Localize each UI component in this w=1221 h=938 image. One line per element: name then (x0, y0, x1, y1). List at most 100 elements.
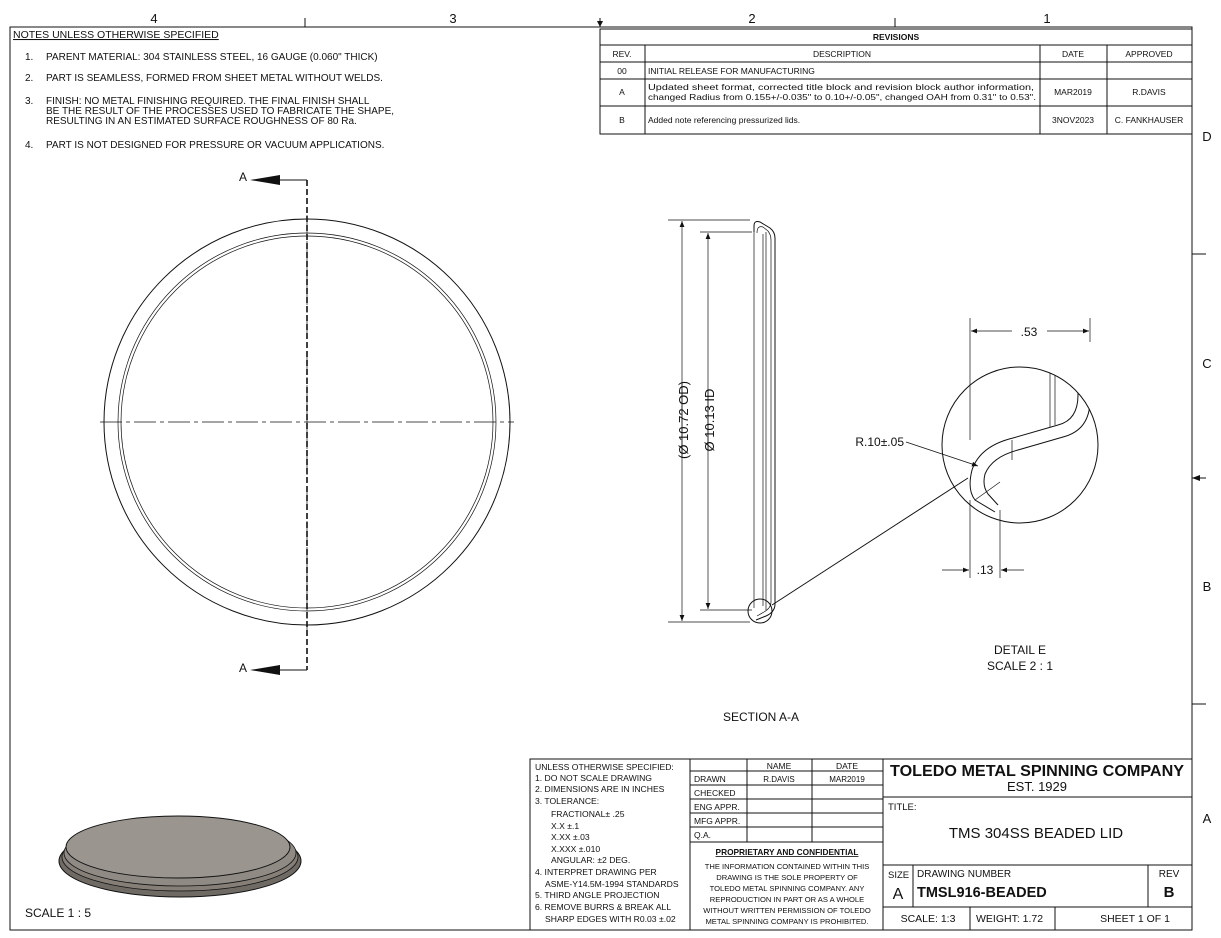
general-note-line-9: ANGULAR: ±2 DEG. (551, 855, 630, 865)
detail-e-view (905, 318, 1099, 578)
main-view-scale: SCALE 1 : 5 (25, 906, 91, 920)
rev-value: B (1164, 884, 1175, 901)
general-note-line-5: FRACTIONAL± .25 (551, 809, 625, 819)
sheet-scale: SCALE: 1:3 (901, 913, 956, 925)
revision-a-approved: R.DAVIS (1132, 87, 1166, 97)
proprietary-line-2: DRAWING IS THE SOLE PROPERTY OF (716, 873, 858, 882)
revisions-header-approved: APPROVED (1125, 49, 1172, 59)
approval-eng-label: ENG APPR. (694, 802, 740, 812)
approval-qa-label: Q.A. (694, 830, 711, 840)
approval-drawn-label: DRAWN (694, 774, 726, 784)
id-dimension-label: Ø 10.13 ID (702, 389, 717, 452)
section-label-bottom: A (239, 661, 247, 675)
note-3-line-3: RESULTING IN AN ESTIMATED SURFACE ROUGHN… (46, 116, 357, 127)
general-note-line-3: 2. DIMENSIONS ARE IN INCHES (535, 784, 665, 794)
drawing-number-label: DRAWING NUMBER (917, 869, 1011, 880)
revisions-header-date: DATE (1062, 49, 1084, 59)
sheet-count: SHEET 1 OF 1 (1100, 913, 1170, 925)
notes-block: NOTES UNLESS OTHERWISE SPECIFIED 1. PARE… (13, 29, 394, 151)
section-view-label: SECTION A-A (723, 710, 799, 724)
proprietary-line-1: THE INFORMATION CONTAINED WITHIN THIS (705, 862, 870, 871)
revision-a-description-line-2: changed Radius from 0.155+/-0.035" to 0.… (648, 92, 1036, 102)
company-name: TOLEDO METAL SPINNING COMPANY (890, 763, 1185, 780)
zone-label-right-c: C (1202, 356, 1211, 371)
proprietary-heading: PROPRIETARY AND CONFIDENTIAL (716, 847, 859, 857)
section-profile-inner (756, 226, 772, 617)
section-arrow-top (250, 175, 280, 185)
approval-drawn-date: MAR2019 (829, 775, 865, 784)
rev-label: REV (1159, 869, 1180, 880)
part-weight: WEIGHT: 1.72 (976, 913, 1043, 925)
detail-radius-dimension: R.10±.05 (855, 435, 904, 449)
revision-b-date: 3NOV2023 (1052, 115, 1094, 125)
revision-a-rev: A (619, 87, 625, 97)
detail-profile-outer (969, 367, 1079, 513)
note-1-number: 1. (25, 52, 33, 63)
zone-label-top-1: 1 (1043, 11, 1050, 26)
section-view (668, 219, 969, 624)
revisions-header-rev: REV. (612, 49, 631, 59)
approvals-header-date: DATE (836, 761, 858, 771)
zone-label-right-d: D (1202, 129, 1211, 144)
detail-scale: SCALE 2 : 1 (987, 659, 1053, 673)
detail-boundary-circle (941, 366, 1099, 524)
revision-b-description: Added note referencing pressurized lids. (648, 115, 800, 125)
general-note-line-7: X.XX ±.03 (551, 832, 590, 842)
note-2-line-1: PART IS SEAMLESS, FORMED FROM SHEET META… (46, 73, 383, 84)
revisions-title: REVISIONS (873, 32, 920, 42)
note-3-number: 3. (25, 96, 33, 107)
revision-00-rev: 00 (617, 66, 627, 76)
section-label-top: A (239, 170, 247, 184)
zone-label-top-4: 4 (150, 11, 157, 26)
detail-profile-inner (983, 367, 1091, 506)
revision-b-rev: B (619, 115, 625, 125)
general-note-line-12: 5. THIRD ANGLE PROJECTION (535, 890, 659, 900)
proprietary-line-6: METAL SPINNING COMPANY IS PROHIBITED. (705, 917, 868, 926)
isometric-view (58, 815, 302, 898)
detail-width-dimension: .53 (1021, 325, 1038, 339)
approval-mfg-label: MFG APPR. (694, 816, 740, 826)
note-2-number: 2. (25, 73, 33, 84)
zone-label-top-2: 2 (748, 11, 755, 26)
size-label: SIZE (888, 870, 909, 881)
general-note-line-14: SHARP EDGES WITH R0.03 ±.02 (545, 914, 676, 924)
revisions-header-description: DESCRIPTION (813, 49, 871, 59)
iso-lid-top (65, 815, 291, 879)
general-note-line-8: X.XXX ±.010 (551, 844, 600, 854)
general-note-line-2: 1. DO NOT SCALE DRAWING (535, 773, 652, 783)
detail-title: DETAIL E (994, 643, 1046, 657)
general-note-line-13: 6. REMOVE BURRS & BREAK ALL (535, 902, 671, 912)
od-dimension-label: (Ø 10.72 OD) (676, 381, 691, 459)
section-profile-outer (753, 221, 776, 621)
general-note-line-10: 4. INTERPRET DRAWING PER (535, 867, 657, 877)
proprietary-line-5: WITHOUT WRITTEN PERMISSION OF TOLEDO (703, 906, 871, 915)
general-notes: UNLESS OTHERWISE SPECIFIED: 1. DO NOT SC… (535, 762, 679, 924)
revision-b-approved: C. FANKHAUSER (1115, 115, 1184, 125)
general-note-line-6: X.X ±.1 (551, 821, 579, 831)
detail-e-callout-circle (747, 598, 773, 624)
drawing-title: TMS 304SS BEADED LID (949, 825, 1123, 842)
zone-label-top-3: 3 (449, 11, 456, 26)
proprietary-line-3: TOLEDO METAL SPINNING COMPANY. ANY (710, 884, 865, 893)
detail-leader-line (771, 477, 969, 606)
note-4-line-1: PART IS NOT DESIGNED FOR PRESSURE OR VAC… (46, 140, 384, 151)
detail-thickness-dimension: .13 (977, 563, 994, 577)
company-established: EST. 1929 (1007, 779, 1067, 794)
proprietary-line-4: REPRODUCTION IN PART OR AS A WHOLE (710, 895, 864, 904)
proprietary-notice: PROPRIETARY AND CONFIDENTIAL THE INFORMA… (703, 847, 871, 926)
section-arrow-bottom (250, 665, 280, 675)
approvals-header-name: NAME (767, 761, 792, 771)
drawing-number: TMSL916-BEADED (917, 885, 1047, 901)
notes-heading: NOTES UNLESS OTHERWISE SPECIFIED (13, 29, 219, 41)
approval-checked-label: CHECKED (694, 788, 736, 798)
note-4-number: 4. (25, 140, 33, 151)
title-block (529, 758, 1193, 931)
revisions-table: REVISIONS REV. DESCRIPTION DATE APPROVED… (599, 28, 1193, 135)
general-note-line-1: UNLESS OTHERWISE SPECIFIED: (535, 762, 674, 772)
note-3-line-2: BE THE RESULT OF THE PROCESSES USED TO F… (46, 106, 394, 117)
zone-label-right-b: B (1203, 579, 1212, 594)
note-1-line-1: PARENT MATERIAL: 304 STAINLESS STEEL, 16… (46, 52, 378, 63)
revision-a-date: MAR2019 (1054, 87, 1092, 97)
title-label: TITLE: (888, 802, 917, 813)
